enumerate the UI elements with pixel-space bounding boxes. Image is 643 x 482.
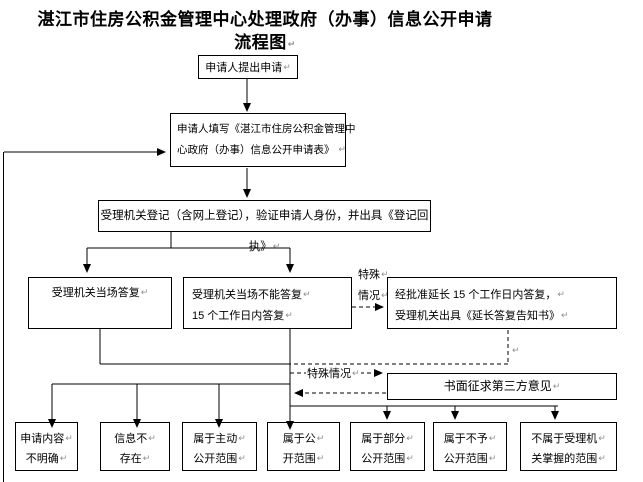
flow-box-written-third-party-opinion: 书面征求第三方意见 bbox=[387, 373, 617, 400]
outcome-box-proactive-disclosure: 属于主动 公开范围 bbox=[182, 422, 257, 471]
paragraph-mark-icon bbox=[148, 433, 156, 443]
paragraph-mark-icon bbox=[381, 269, 389, 279]
paragraph-mark-icon bbox=[553, 381, 561, 391]
paragraph-mark-icon bbox=[598, 453, 606, 463]
paragraph-mark-icon bbox=[285, 310, 293, 320]
page-title: 湛江市住房公积金管理中心处理政府（办事）信息公开申请 流程图 bbox=[20, 8, 510, 56]
flow-box-fill-application-form: 申请人填写《湛江市住房公积金管理中 心政府（办事）信息公开申请表》 bbox=[170, 113, 356, 167]
paragraph-mark-icon bbox=[288, 39, 296, 49]
paragraph-mark-icon bbox=[489, 433, 497, 443]
paragraph-mark-icon bbox=[283, 62, 291, 72]
outcome-box-content-unclear: 申请内容 不明确 bbox=[15, 422, 78, 471]
paragraph-mark-icon bbox=[381, 290, 389, 300]
outcome-box-partial-disclosure: 属于部分 公开范围 bbox=[350, 422, 425, 471]
paragraph-mark-icon bbox=[273, 241, 281, 251]
label-special-case-vertical: 特殊 情况 bbox=[358, 264, 389, 306]
paragraph-mark-icon bbox=[561, 310, 569, 320]
paragraph-mark-icon bbox=[512, 345, 520, 356]
paragraph-mark-icon bbox=[303, 289, 311, 299]
paragraph-mark-icon bbox=[557, 289, 565, 299]
outcome-box-non-disclosure: 属于不予 公开范围 bbox=[433, 422, 507, 471]
page-title-line1: 湛江市住房公积金管理中心处理政府（办事）信息公开申请 bbox=[37, 10, 493, 29]
paragraph-mark-icon bbox=[238, 453, 246, 463]
paragraph-mark-icon bbox=[238, 433, 246, 443]
page-title-line2: 流程图 bbox=[20, 31, 510, 56]
flow-box-applicant-submit: 申请人提出申请 bbox=[198, 55, 298, 79]
paragraph-mark-icon bbox=[598, 433, 606, 443]
flow-box-reply-on-spot: 受理机关当场答复 bbox=[28, 277, 172, 329]
paragraph-mark-icon bbox=[406, 453, 414, 463]
outcome-box-not-held-by-agency: 不属于受理机 关掌握的范围 bbox=[520, 422, 617, 471]
paragraph-mark-icon bbox=[489, 453, 497, 463]
paragraph-mark-icon bbox=[143, 453, 151, 463]
label-special-case-horizontal: 特殊情况 bbox=[306, 366, 361, 381]
paragraph-mark-icon bbox=[317, 453, 325, 463]
paragraph-mark-icon bbox=[65, 433, 73, 443]
flow-box-approved-extension-reply: 经批准延长 15 个工作日内答复， 受理机关出具《延长答复告知书》 bbox=[387, 277, 617, 329]
paragraph-mark-icon bbox=[338, 144, 346, 154]
paragraph-mark-icon bbox=[317, 433, 325, 443]
paragraph-mark-icon bbox=[352, 368, 360, 378]
outcome-box-info-not-exist: 信息不 存在 bbox=[100, 422, 170, 471]
flow-box-register-verify-receipt: 受理机关登记（含网上登记），验证申请人身份，并出具《登记回执》 bbox=[98, 200, 431, 253]
paragraph-mark-icon bbox=[406, 433, 414, 443]
outcome-box-within-disclosure-scope: 属于公 开范围 bbox=[267, 422, 340, 471]
paragraph-mark-icon bbox=[141, 287, 149, 297]
flow-box-reply-within-15-days: 受理机关当场不能答复 15 个工作日内答复 bbox=[183, 277, 352, 329]
paragraph-mark-icon bbox=[60, 453, 68, 463]
